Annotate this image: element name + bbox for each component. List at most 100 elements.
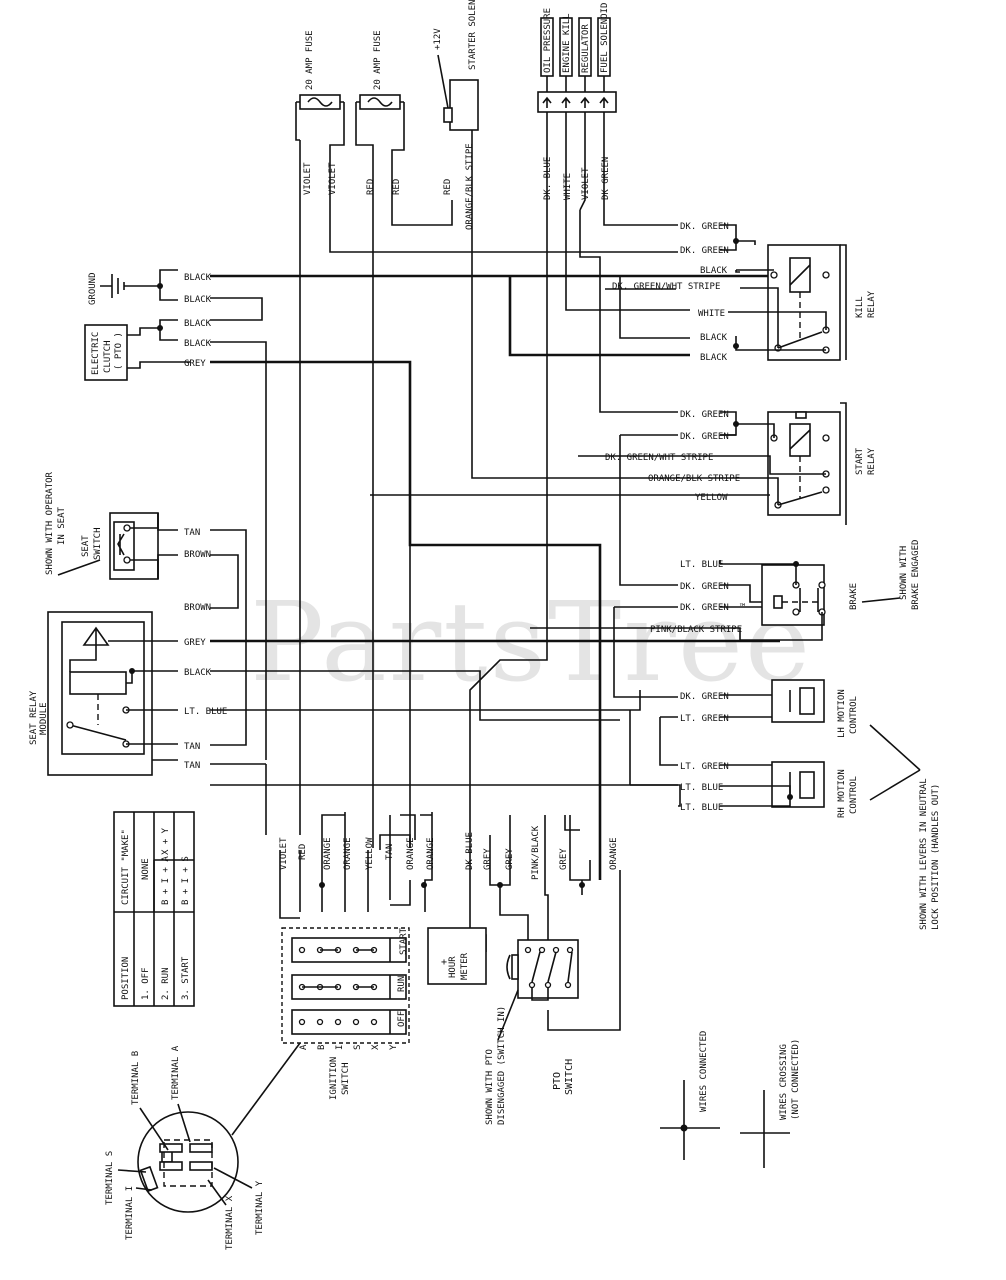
bwire-grey-1: GREY [483, 848, 493, 870]
ig-letter-s: S [353, 1045, 363, 1050]
brake-note-1: SHOWN WITH [899, 546, 909, 600]
connector-fuel-solenoid: FUEL SOLENOID [600, 3, 610, 73]
ig-letter-a: A [299, 1044, 309, 1050]
wire-violet-3: VIOLET [581, 167, 591, 200]
table-row-3-pos: 3. START [181, 956, 191, 1000]
legend: WIRES CONNECTED WIRES CROSSING (NOT CONN… [660, 1031, 801, 1168]
terminal-a: TERMINAL A [171, 1045, 181, 1100]
row-brown-1: BROWN [184, 550, 211, 560]
bwire-orange-2: ORANGE [343, 837, 353, 870]
row-lt-blue-2: LT. BLUE [680, 783, 723, 793]
row-dk-green-wht-1: DK. GREEN/WHT STRIPE [612, 282, 720, 292]
ignition-terminal-diagram: TERMINAL B TERMINAL A TERMINAL S TERMINA… [105, 1042, 301, 1250]
connector-engine-kill: ENGINE KILL [562, 13, 572, 73]
connector-regulator: REGULATOR [581, 24, 591, 73]
kill-relay: KILL RELAY [767, 244, 877, 361]
wire-red-3: RED [443, 179, 453, 195]
fuse-1: 20 AMP FUSE [295, 30, 345, 125]
ig-state-run: RUN [397, 976, 407, 992]
clutch-label-3: ( PTO ) [114, 332, 124, 370]
brake-switch: BRAKE SHOWN WITH BRAKE ENGAGED [761, 540, 921, 626]
wire-violet-1: VIOLET [303, 162, 313, 195]
seat-note-2: IN SEAT [57, 506, 67, 545]
row-grey: GREY [184, 359, 206, 369]
bwire-orange-4: ORANGE [426, 837, 436, 870]
bwire-orange-3: ORANGE [406, 837, 416, 870]
row-tan-1: TAN [184, 528, 200, 538]
ig-letter-b: B [317, 1045, 327, 1050]
row-lt-blue-3: LT. BLUE [680, 803, 723, 813]
table-head-circuit: CIRCUIT "MAKE" [121, 829, 131, 905]
bwire-pink-black: PINK/BLACK [531, 825, 541, 880]
ignition-label-2: SWITCH [341, 1062, 351, 1095]
kill-relay-label-2: RELAY [867, 290, 877, 318]
circuit-table: POSITION CIRCUIT "MAKE" 1. OFF NONE 2. R… [113, 811, 195, 1007]
row-dk-green-5: DK. GREEN [680, 582, 729, 592]
bwire-red: RED [298, 844, 308, 860]
row-tan-3: TAN [184, 761, 200, 771]
terminal-x: TERMINAL X [225, 1195, 235, 1250]
fuse-2: 20 AMP FUSE [355, 30, 405, 125]
pto-switch-label-1: PTO [552, 1072, 563, 1090]
rh-motion-switch: RH MOTION CONTROL SHOWN WITH LEVERS IN N… [771, 724, 941, 930]
terminal-y: TERMINAL Y [255, 1180, 265, 1235]
legend-crossing-2: (NOT CONNECTED) [791, 1039, 801, 1120]
bwire-orange-1: ORANGE [323, 837, 333, 870]
row-dk-green-4: DK. GREEN [680, 432, 729, 442]
row-black-5: BLACK [184, 668, 212, 678]
row-black-3: BLACK [184, 319, 212, 329]
row-lt-blue: LT. BLUE [184, 707, 227, 717]
bwire-violet: VIOLET [279, 837, 289, 870]
hour-meter: + HOUR METER [427, 927, 487, 985]
starter-label: STARTER SOLENOID [468, 0, 478, 70]
hour-meter-label-1: HOUR [448, 956, 458, 978]
lh-motion-switch: LH MOTION CONTROL [771, 679, 859, 738]
ignition-label-1: IGNITION [329, 1057, 339, 1100]
ground-symbol: GROUND [88, 272, 160, 305]
ground-label: GROUND [88, 272, 98, 305]
brake-label: BRAKE [849, 583, 859, 610]
wire-dk-blue: DK. BLUE [543, 157, 553, 200]
row-dk-green-1: DK. GREEN [680, 222, 729, 232]
table-row-2-pos: 2. RUN [161, 967, 171, 1000]
start-relay-label-1: START [855, 447, 865, 475]
rh-motion-label-2: CONTROL [849, 776, 859, 814]
row-dk-green-6: DK. GREEN [680, 603, 729, 613]
ig-letter-x: X [371, 1044, 381, 1050]
bwire-grey-3: GREY [559, 848, 569, 870]
lh-motion-label-2: CONTROL [849, 696, 859, 734]
row-dk-green-7: DK. GREEN [680, 692, 729, 702]
start-relay: START RELAY [767, 402, 877, 525]
table-row-1-make: NONE [141, 858, 151, 880]
hour-meter-plus: + [441, 957, 447, 968]
seat-switch-label-1: SEAT [81, 535, 91, 557]
neutral-note-2: LOCK POSITION (HANDLES OUT) [931, 784, 941, 930]
table-row-1-pos: 1. OFF [141, 967, 151, 1000]
row-lt-green-2: LT. GREEN [680, 762, 729, 772]
seat-relay-module: SEAT RELAY MODULE [29, 611, 178, 776]
row-black-4: BLACK [184, 339, 212, 349]
bwire-orange-5: ORANGE [609, 837, 619, 870]
watermark-tm: ™ [739, 603, 745, 613]
terminal-b: TERMINAL B [131, 1051, 141, 1105]
ig-state-off: OFF [397, 1011, 407, 1027]
row-orange-blk: ORANGE/BLK STRIPE [648, 474, 740, 484]
table-row-2-make-a: B + I + A [161, 856, 171, 905]
row-lt-green-1: LT. GREEN [680, 714, 729, 724]
start-relay-label-2: RELAY [867, 447, 877, 475]
starter-voltage: +12V [433, 28, 443, 50]
row-brown-2: BROWN [184, 603, 211, 613]
row-black-2: BLACK [184, 295, 212, 305]
lh-motion-label-1: LH MOTION [837, 689, 847, 738]
table-row-3-make: B + I + S [181, 856, 191, 905]
connector-oil-pressure: OIL PRESSURE [543, 8, 553, 73]
row-pink-black: PINK/BLACK STRIPE [650, 625, 742, 635]
row-dk-green-3: DK. GREEN [680, 410, 729, 420]
table-head-position: POSITION [121, 957, 131, 1000]
wire-white: WHITE [563, 173, 573, 200]
terminal-s: TERMINAL S [105, 1151, 115, 1205]
row-kill-white: WHITE [698, 309, 725, 319]
pto-switch-label-2: SWITCH [564, 1059, 575, 1095]
